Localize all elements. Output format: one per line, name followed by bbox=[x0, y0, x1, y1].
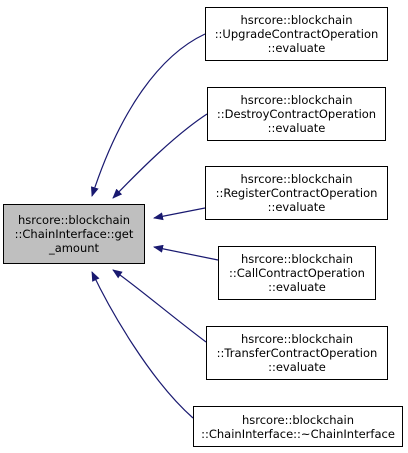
node-label-line: ::TransferContractOperation bbox=[216, 346, 378, 360]
edge-register bbox=[153, 207, 206, 221]
node-label-line: ::evaluate bbox=[267, 200, 326, 214]
node-label-line: hsrcore::blockchain bbox=[240, 93, 353, 107]
edge-destructor bbox=[91, 271, 194, 419]
node-label-line: ::RegisterContractOperation bbox=[215, 186, 378, 200]
caller-node-transfer-contract[interactable]: hsrcore::blockchain ::TransferContractOp… bbox=[206, 326, 388, 380]
node-label-line: hsrcore::blockchain bbox=[240, 13, 353, 27]
caller-node-destroy-contract[interactable]: hsrcore::blockchain ::DestroyContractOpe… bbox=[207, 87, 386, 141]
node-label-line: hsrcore::blockchain bbox=[241, 412, 355, 427]
node-label-line: _amount bbox=[48, 241, 100, 255]
node-label-line: ::ChainInterface::~ChainInterface bbox=[201, 426, 395, 441]
edge-call bbox=[153, 244, 219, 261]
edge-transfer bbox=[112, 269, 207, 343]
node-label-line: ::evaluate bbox=[268, 280, 326, 294]
node-label-line: ::UpgradeContractOperation bbox=[214, 27, 379, 41]
node-label-line: ::ChainInterface::get bbox=[14, 227, 134, 241]
node-label-line: hsrcore::blockchain bbox=[240, 172, 353, 186]
node-label-line: ::DestroyContractOperation bbox=[216, 107, 377, 121]
node-label-line: hsrcore::blockchain bbox=[240, 252, 354, 266]
edge-upgrade bbox=[90, 33, 206, 197]
edge-destroy bbox=[112, 113, 208, 199]
caller-node-chain-interface-destructor[interactable]: hsrcore::blockchain ::ChainInterface::~C… bbox=[193, 406, 403, 447]
caller-node-upgrade-contract[interactable]: hsrcore::blockchain ::UpgradeContractOpe… bbox=[205, 7, 388, 61]
node-label-line: hsrcore::blockchain bbox=[240, 332, 354, 346]
node-label-line: ::CallContractOperation bbox=[229, 266, 365, 280]
node-label-line: hsrcore::blockchain bbox=[17, 213, 131, 227]
node-label-line: ::evaluate bbox=[268, 360, 326, 374]
caller-node-register-contract[interactable]: hsrcore::blockchain ::RegisterContractOp… bbox=[205, 166, 388, 220]
node-label-line: ::evaluate bbox=[267, 121, 326, 135]
caller-node-call-contract[interactable]: hsrcore::blockchain ::CallContractOperat… bbox=[218, 246, 376, 300]
node-label-line: ::evaluate bbox=[267, 41, 326, 55]
focus-node-get-amount[interactable]: hsrcore::blockchain ::ChainInterface::ge… bbox=[3, 204, 145, 264]
